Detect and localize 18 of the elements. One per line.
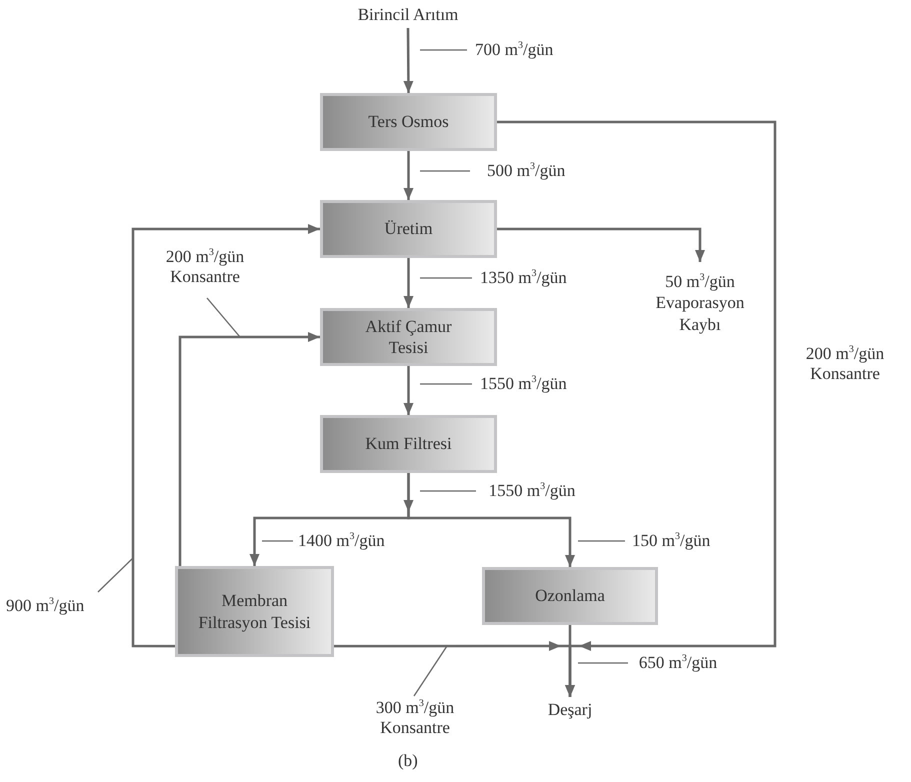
flow-rate-label: 1550 m$^{3}$/gün bbox=[476, 479, 588, 503]
edge-label: 150 m$^{3}$/gün bbox=[632, 530, 710, 552]
edge-label: 1550 m$^{3}$/gün bbox=[480, 373, 567, 396]
process-box: Membran Filtrasyon Tesisi bbox=[175, 566, 334, 657]
process-box: Aktif Çamur Tesisi bbox=[320, 308, 497, 366]
edge-label: 500 m$^{3}$/gün bbox=[487, 160, 566, 182]
edge-label: 1350 m$^{3}$/gün bbox=[480, 267, 567, 290]
output-label: 50 m$^{3}$/gün Evaporasyon Kaybı bbox=[640, 262, 760, 344]
process-box: Üretim bbox=[320, 200, 497, 258]
process-box: Kum Filtresi bbox=[320, 415, 497, 473]
process-box: Ozonlama bbox=[482, 567, 658, 625]
process-box: Ters Osmos bbox=[320, 93, 497, 151]
output-label: Deşarj bbox=[535, 697, 605, 723]
edge-label: 700 m$^{3}$/gün bbox=[475, 39, 554, 62]
edge-label: 1400 m$^{3}$/gün bbox=[298, 530, 385, 552]
source-label: Birincil Arıtım bbox=[338, 2, 478, 28]
edge-label: 900 m$^{3}$/gün bbox=[6, 595, 84, 618]
flow-rate-label: 650 m$^{3}$/gün bbox=[628, 651, 728, 675]
